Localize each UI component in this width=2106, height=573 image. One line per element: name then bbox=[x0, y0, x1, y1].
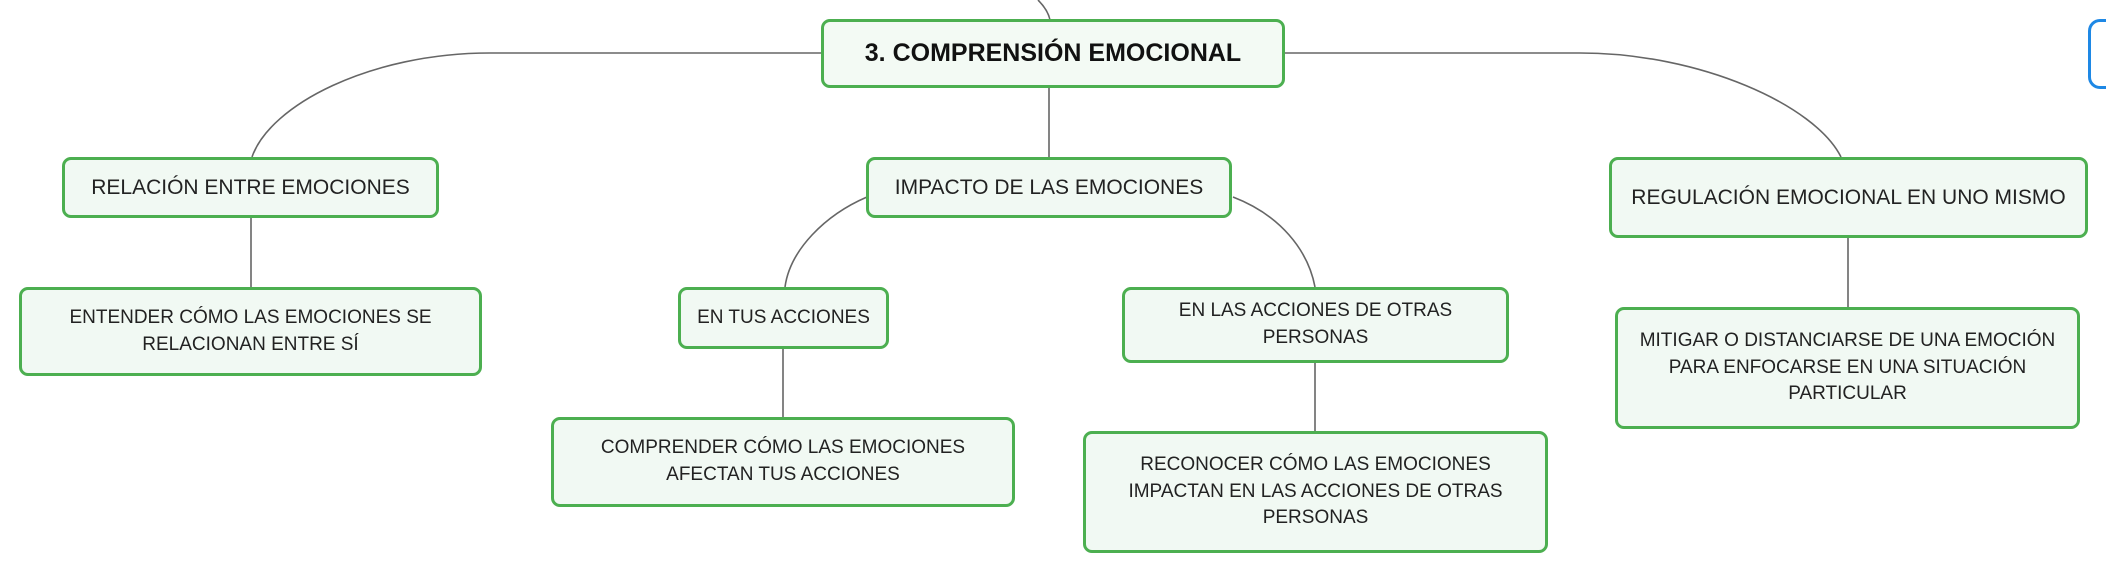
connector-root-to-relacion bbox=[251, 52, 821, 158]
sub-node-label: EN LAS ACCIONES DE OTRAS PERSONAS bbox=[1178, 300, 1453, 348]
sub-node-label: EN TUS ACCIONES bbox=[697, 306, 870, 328]
leaf-node-label: COMPRENDER CÓMO LAS EMOCIONES AFECTAN TU… bbox=[600, 437, 966, 485]
leaf-node-mitigar-emocion[interactable]: MITIGAR O DISTANCIARSE DE UNA EMOCIÓN PA… bbox=[1615, 307, 2080, 429]
root-node-comprension-emocional[interactable]: 3. COMPRENSIÓN EMOCIONAL bbox=[821, 19, 1285, 88]
leaf-node-label: ENTENDER CÓMO LAS EMOCIONES SE RELACIONA… bbox=[69, 306, 432, 355]
branch-node-label: RELACIÓN ENTRE EMOCIONES bbox=[91, 175, 410, 199]
connector-impacto-to-tus-acciones bbox=[784, 196, 868, 288]
branch-node-regulacion-emocional[interactable]: REGULACIÓN EMOCIONAL EN UNO MISMO bbox=[1609, 157, 2088, 238]
connector-impacto-to-otras-personas bbox=[1232, 196, 1316, 288]
sub-node-en-tus-acciones[interactable]: EN TUS ACCIONES bbox=[678, 287, 889, 349]
leaf-node-label: MITIGAR O DISTANCIARSE DE UNA EMOCIÓN PA… bbox=[1639, 329, 2056, 405]
root-node-label: 3. COMPRENSIÓN EMOCIONAL bbox=[864, 38, 1242, 67]
leaf-node-entender-relaciones[interactable]: ENTENDER CÓMO LAS EMOCIONES SE RELACIONA… bbox=[19, 287, 482, 376]
branch-node-label: IMPACTO DE LAS EMOCIONES bbox=[894, 175, 1204, 199]
connector-parent-to-root bbox=[1037, 0, 1051, 21]
leaf-node-comprender-acciones[interactable]: COMPRENDER CÓMO LAS EMOCIONES AFECTAN TU… bbox=[551, 417, 1015, 507]
branch-node-relacion-entre-emociones[interactable]: RELACIÓN ENTRE EMOCIONES bbox=[62, 157, 439, 218]
sub-node-en-las-acciones-de-otras-personas[interactable]: EN LAS ACCIONES DE OTRAS PERSONAS bbox=[1122, 287, 1509, 363]
leaf-node-label: RECONOCER CÓMO LAS EMOCIONES IMPACTAN EN… bbox=[1128, 453, 1503, 529]
branch-node-impacto-de-las-emociones[interactable]: IMPACTO DE LAS EMOCIONES bbox=[866, 157, 1232, 218]
connector-root-to-regulacion bbox=[1285, 52, 1842, 158]
leaf-node-reconocer-impacto[interactable]: RECONOCER CÓMO LAS EMOCIONES IMPACTAN EN… bbox=[1083, 431, 1548, 553]
offscreen-node-edge[interactable] bbox=[2088, 19, 2106, 89]
branch-node-label: REGULACIÓN EMOCIONAL EN UNO MISMO bbox=[1631, 185, 2066, 209]
